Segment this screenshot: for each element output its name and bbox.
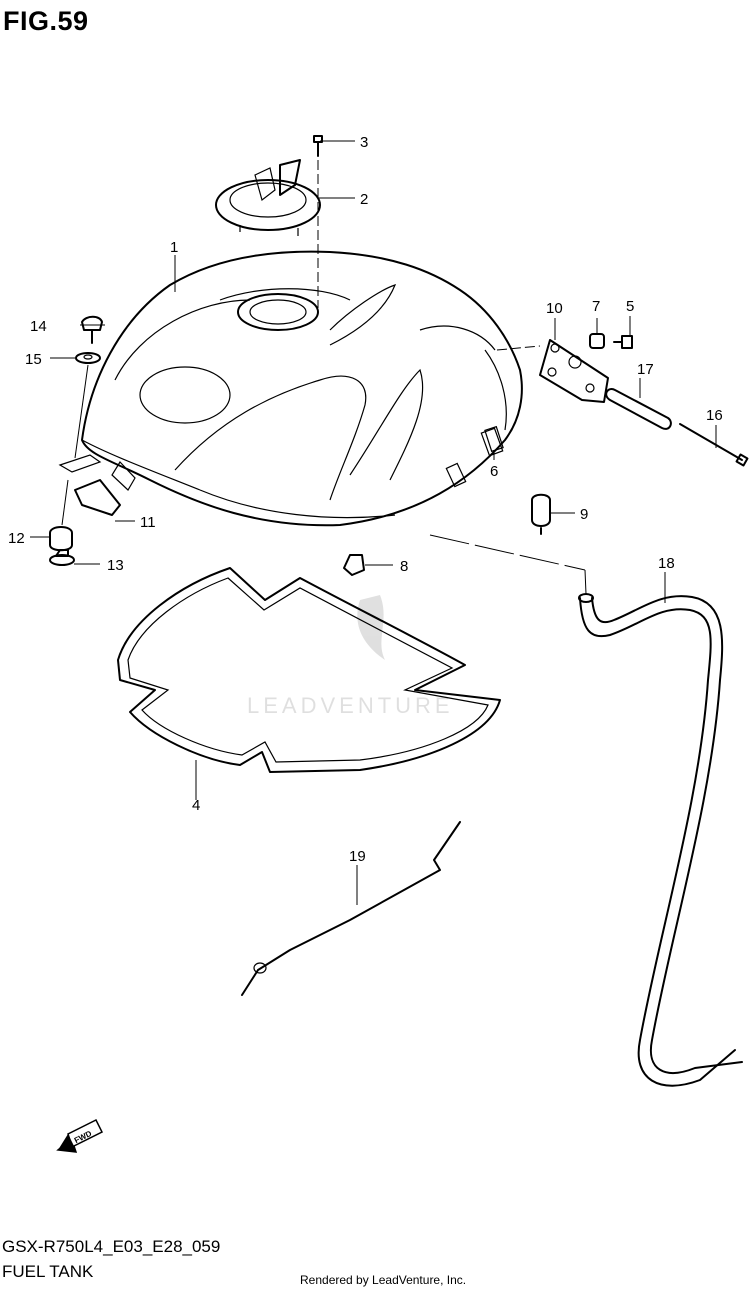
wire <box>241 821 461 996</box>
bolt-3 <box>313 135 323 157</box>
drain-hose <box>578 593 743 1087</box>
callout-4: 4 <box>192 797 200 814</box>
pipe-17 <box>605 388 672 430</box>
cushion-12 <box>49 526 73 552</box>
callout-12: 12 <box>8 530 25 547</box>
damper-9 <box>531 493 551 535</box>
callout-3: 3 <box>360 134 368 151</box>
callout-10: 10 <box>546 300 563 317</box>
bracket <box>539 339 609 403</box>
gasket <box>117 567 501 773</box>
callout-5: 5 <box>626 298 634 315</box>
watermark-text: LEADVENTURE <box>247 693 454 718</box>
collar-7 <box>589 333 605 349</box>
callout-9: 9 <box>580 506 588 523</box>
callout-8: 8 <box>400 558 408 575</box>
callout-16: 16 <box>706 407 723 424</box>
fuel-tank-body <box>58 250 523 527</box>
collar-13 <box>49 549 75 566</box>
callout-2: 2 <box>360 191 368 208</box>
callouts: 1 2 3 4 5 6 7 8 9 10 11 12 13 14 15 16 1… <box>8 134 723 865</box>
callout-18: 18 <box>658 555 675 572</box>
callout-7: 7 <box>592 298 600 315</box>
washer-15 <box>75 352 101 364</box>
bolt-16 <box>679 423 749 467</box>
bolt-5 <box>613 335 633 349</box>
leadventure-watermark: LEADVENTURE <box>247 595 454 718</box>
callout-19: 19 <box>349 848 366 865</box>
callout-leaders <box>30 140 717 905</box>
fwd-arrow-icon: FWD <box>56 1118 104 1153</box>
fuel-cap <box>215 159 321 236</box>
callout-6: 6 <box>490 463 498 480</box>
callout-1: 1 <box>170 239 178 256</box>
callout-13: 13 <box>107 557 124 574</box>
model-code: GSX-R750L4_E03_E28_059 <box>2 1237 221 1256</box>
clip-8 <box>343 554 365 576</box>
rendered-by-credit: Rendered by LeadVenture, Inc. <box>300 1273 467 1287</box>
callout-15: 15 <box>25 351 42 368</box>
cushion-11 <box>74 479 121 516</box>
figure-name: FUEL TANK <box>2 1262 94 1281</box>
callout-17: 17 <box>637 361 654 378</box>
callout-14: 14 <box>30 318 47 335</box>
bolt-14 <box>81 315 103 344</box>
callout-11: 11 <box>140 514 156 531</box>
cushion-6 <box>484 425 504 453</box>
figure-title: FIG.59 <box>3 6 89 36</box>
